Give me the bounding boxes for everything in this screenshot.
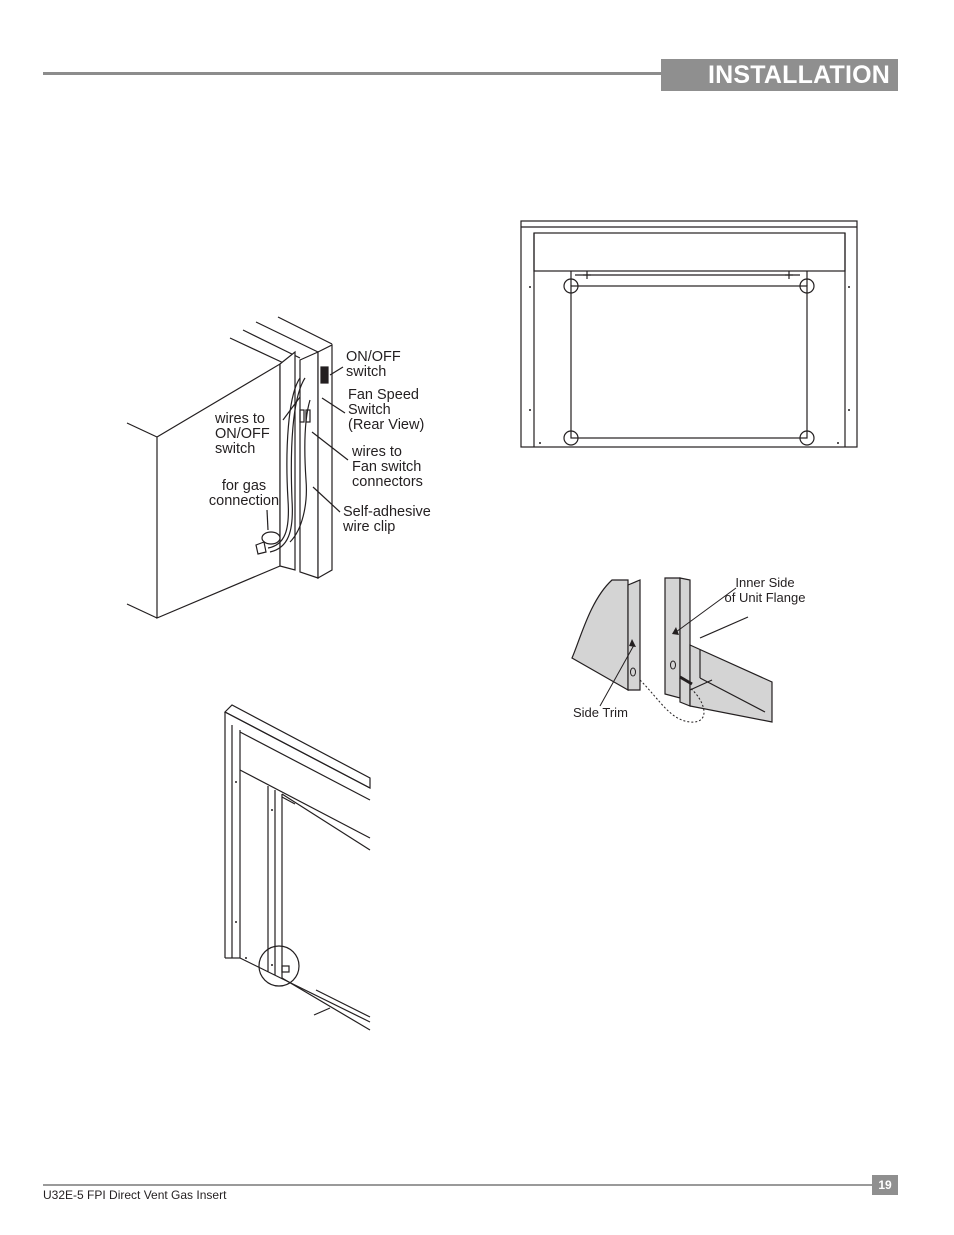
fan-speed-switch-label: Fan Speed Switch (Rear View) xyxy=(348,387,425,433)
document-title: U32E-5 FPI Direct Vent Gas Insert xyxy=(43,1188,227,1202)
wires-to-fan-label: wires to Fan switch connectors xyxy=(352,444,423,490)
section-title: INSTALLATION xyxy=(661,59,898,91)
wire-clip-label: Self-adhesive wire clip xyxy=(343,504,431,535)
on-off-switch-label: ON/OFF switch xyxy=(346,349,401,380)
page-number: 19 xyxy=(872,1175,898,1195)
side-trim-label: Side Trim xyxy=(573,705,628,720)
wires-to-on-off-label: wires to ON/OFF switch xyxy=(215,411,270,457)
inner-side-flange-label: Inner Side of Unit Flange xyxy=(724,575,806,605)
footer-rule xyxy=(43,1184,873,1186)
header-rule xyxy=(43,72,663,75)
gas-connection-label: for gas connection xyxy=(208,478,280,509)
